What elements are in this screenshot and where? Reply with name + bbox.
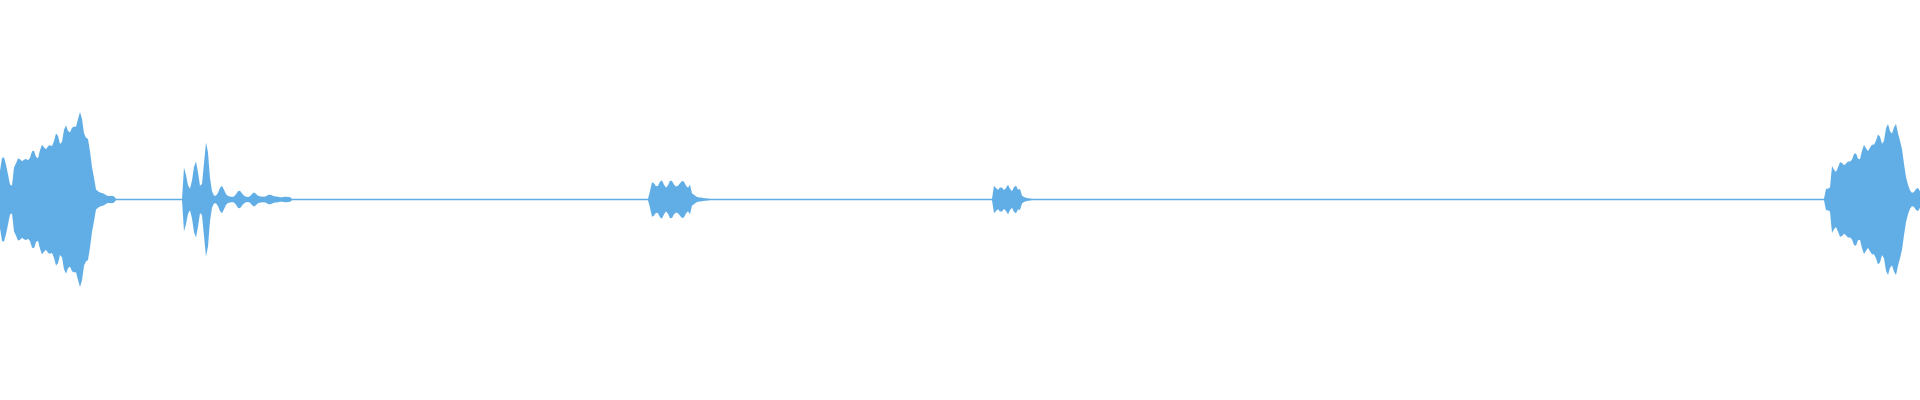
waveform-envelope [0, 112, 1920, 287]
